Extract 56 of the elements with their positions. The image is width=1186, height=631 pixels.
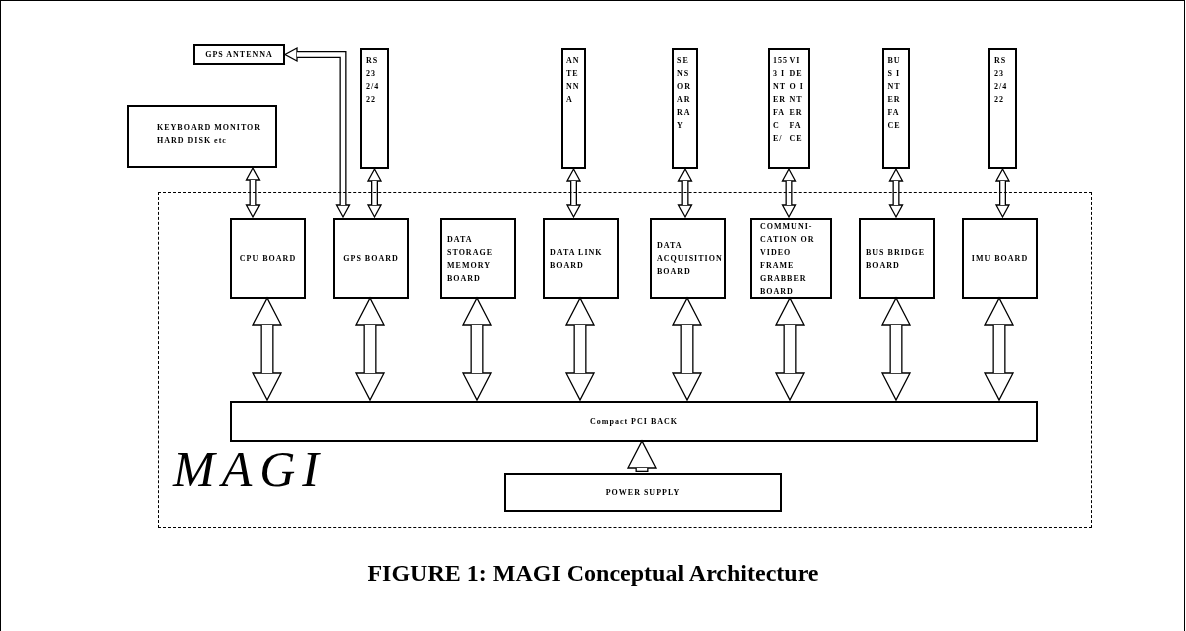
figure-title: FIGURE 1: MAGI Conceptual Architecture	[366, 560, 820, 587]
interface-box	[672, 48, 698, 169]
box-label: DATA LINK BOARD	[550, 246, 604, 272]
double-arrow	[672, 297, 702, 401]
interface-box	[768, 48, 810, 169]
block-arrow	[627, 440, 657, 472]
double-arrow	[984, 297, 1014, 401]
box-label: KEYBOARD MONITOR HARD DISK etc	[157, 123, 262, 145]
box-label: Compact PCI BACK	[590, 416, 678, 428]
board-box	[650, 218, 726, 299]
double-arrow	[781, 168, 797, 218]
box-label: IMU BOARD	[971, 253, 1029, 265]
double-arrow	[355, 297, 385, 401]
system-boundary	[158, 192, 1092, 528]
board-box	[440, 218, 516, 299]
box-label: GPS ANTENNA	[205, 49, 273, 61]
box-label: COMMUNI-CATION OR VIDEO FRAME GRABBER BOARD	[760, 220, 816, 298]
double-arrow	[565, 297, 595, 401]
double-arrow	[252, 297, 282, 401]
board-box	[543, 218, 619, 299]
box-label: CPU BOARD	[239, 253, 297, 265]
board-box	[859, 218, 935, 299]
double-arrow	[566, 168, 581, 218]
process-box	[230, 401, 1038, 442]
double-arrow	[677, 168, 693, 218]
double-arrow	[367, 168, 382, 218]
board-box	[750, 218, 832, 299]
double-arrow	[284, 47, 351, 218]
double-arrow	[881, 297, 911, 401]
peripheral-box	[127, 105, 277, 168]
board-box	[962, 218, 1038, 299]
box-label: RS 232/422	[994, 55, 1009, 106]
system-name: MAGI	[173, 441, 326, 497]
double-arrow	[245, 167, 261, 218]
box-label: DATA STORAGE MEMORY BOARD	[447, 233, 494, 285]
process-box	[504, 473, 782, 512]
interface-box	[882, 48, 910, 169]
double-arrow	[888, 168, 904, 218]
double-arrow	[995, 168, 1010, 218]
box-label: ANTENNA	[566, 55, 581, 106]
box-label: BUS BRIDGE BOARD	[866, 246, 927, 272]
process-box	[193, 44, 285, 65]
interface-box	[561, 48, 586, 169]
interface-box	[988, 48, 1017, 169]
double-arrow	[775, 297, 805, 401]
box-label: RS 232/422	[366, 55, 381, 106]
box-label: VIDEO INTERFACE	[789, 55, 805, 145]
interface-box	[360, 48, 389, 169]
board-box	[333, 218, 409, 299]
box-label: BUS INTERFACE	[887, 55, 902, 132]
box-label: SENSOR ARRAY	[677, 55, 692, 132]
double-arrow	[462, 297, 492, 401]
box-label: GPS BOARD	[343, 253, 399, 265]
board-box	[230, 218, 306, 299]
box-label: POWER SUPPLY	[605, 487, 681, 499]
box-label: 1553 INTERFACE/	[773, 55, 789, 145]
